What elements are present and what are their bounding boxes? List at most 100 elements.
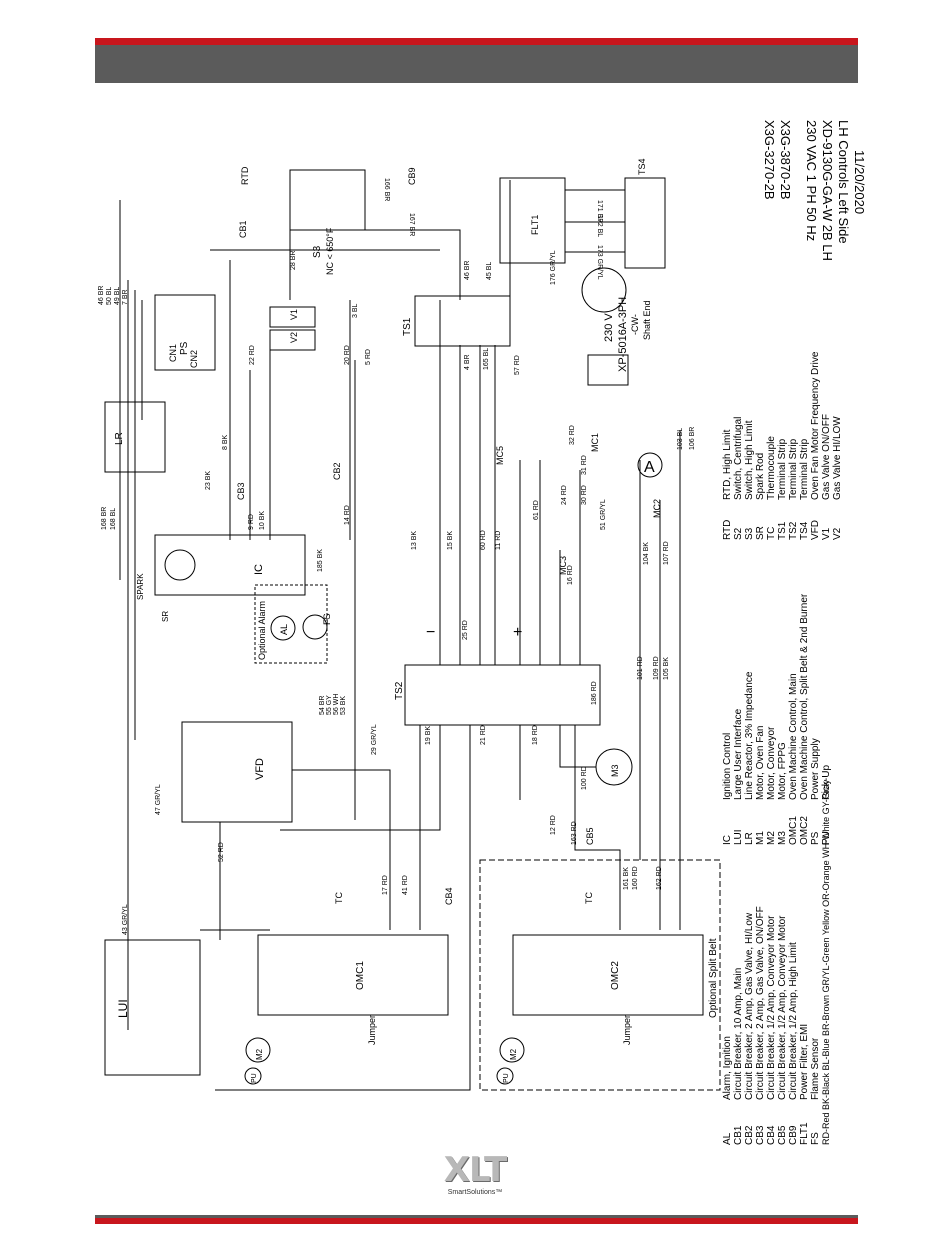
model-line-5: LH Controls Left Side [836, 120, 851, 244]
legend-left-desc-7: Power Filter, EMI [799, 1024, 810, 1100]
wire-label: 104 BK [643, 542, 650, 565]
v1-box [269, 306, 316, 328]
xlt-logo: XLT SmartSolutions™ [425, 1152, 525, 1202]
ic-box [154, 534, 306, 596]
wire-label: 29 GR/YL [371, 724, 378, 755]
model-line-6: 11/20/2020 [852, 150, 867, 214]
wire-label: 46 BR [464, 261, 471, 280]
label-motor-volt: 230 V [603, 313, 615, 342]
legend-left-code-0: AL [722, 1132, 733, 1145]
wire-label: 166 BR [383, 178, 390, 201]
label-omc2: OMC2 [610, 961, 621, 990]
legend-left-code-3: CB3 [755, 1125, 766, 1145]
legend-mid-desc-5: Motor, FPPG [777, 742, 788, 800]
v2-box [269, 329, 316, 351]
flame-sensor-circle [302, 614, 328, 640]
header-grey-bar [95, 45, 858, 83]
wire-label: 163 RD [571, 821, 578, 845]
label-ts1: TS1 [402, 317, 413, 336]
legend-left-desc-2: Circuit Breaker, 2 Amp, Gas Valve, HI/Lo… [744, 912, 755, 1100]
wire-label: 106 BR [689, 427, 696, 450]
wire-label: 167 BR [408, 213, 415, 236]
wire-label: 11 RD [495, 531, 502, 550]
label-v2: V2 [289, 332, 299, 343]
wire-label: 9 RD [248, 514, 255, 530]
legend-mid-code-6: OMC1 [788, 816, 799, 845]
legend-left-desc-0: Alarm, Ignition [722, 1036, 733, 1100]
legend-right: RTD RTD, High Limit S2 Switch, Centrifug… [722, 351, 843, 540]
pu-circle-right [496, 1067, 514, 1085]
legend-right-desc-8: Oven Fan Motor Frequency Drive [810, 351, 821, 500]
wire-label: 60 RD [480, 530, 487, 550]
legend-left-desc-1: Circuit Breaker, 10 Amp, Main [733, 968, 744, 1100]
label-optional-split-belt: Optional Split Belt [708, 938, 719, 1018]
legend-right-desc-10: Gas Valve HI/LOW [832, 416, 843, 500]
label-vfd: VFD [254, 758, 266, 780]
wire-label: 5 RD [365, 349, 372, 365]
oven-fan-motor-circle [581, 267, 627, 313]
legend-right-code-4: TC [766, 527, 777, 540]
wire-label: 54 BR [319, 696, 326, 715]
label-m1-letter: A [644, 459, 655, 476]
legend-left-desc-4: Circuit Breaker, 1/2 Amp, Conveyor Motor [766, 915, 777, 1100]
label-tc-right: TC [584, 892, 594, 904]
wire-label: 30 RD [581, 485, 588, 505]
wire-label: 109 RD [653, 656, 660, 680]
wire-label: 24 RD [561, 485, 568, 505]
ps-box [154, 294, 216, 371]
model-line-3: 230 VAC 1 PH 50 Hz [804, 120, 819, 241]
label-ic: IC [253, 564, 265, 575]
legend-left-code-5: CB5 [777, 1125, 788, 1145]
wire-label: 8 BK [222, 434, 229, 450]
legend-mid-desc-0: Ignition Control [722, 733, 733, 800]
label-cb5: CB5 [585, 827, 595, 845]
legend-right-code-5: TS1 [777, 521, 788, 540]
label-m2-left: M2 [255, 1048, 264, 1060]
label-flt1: FLT1 [530, 215, 540, 235]
legend-left-desc-6: Circuit Breaker, 1/2 Amp, High Limit [788, 942, 799, 1100]
label-motor-rot: -CW- [630, 314, 640, 335]
label-lui: LUI [116, 999, 130, 1018]
m2-circle-right [499, 1037, 525, 1063]
legend-left-code-6: CB9 [788, 1125, 799, 1145]
label-jumper-right: Jumper [622, 1015, 632, 1045]
wire-label: 13 BK [411, 531, 418, 550]
model-line-2: X3G-3870-2B [778, 120, 793, 200]
legend-mid-code-5: M3 [777, 831, 788, 845]
legend-mid-desc-3: Motor, Oven Fan [755, 726, 766, 800]
wire-label: 28 BR [290, 251, 297, 270]
legend-right-code-6: TS2 [788, 521, 799, 540]
wire-label: 41 RD [402, 875, 409, 895]
wire-label: 4 BR [464, 354, 471, 370]
legend-mid-desc-9: Pick-Up [821, 765, 832, 800]
model-line-1: X3G-3270-2B [762, 120, 777, 200]
legend-mid-desc-6: Oven Machine Control, Main [788, 673, 799, 800]
wire-label: 32 RD [569, 425, 576, 445]
footer-grey-line [95, 1215, 858, 1218]
label-cb4: CB4 [444, 887, 454, 905]
legend-right-code-9: V1 [821, 527, 832, 540]
legend-mid-code-4: M2 [766, 831, 777, 845]
legend-right-desc-2: Switch, High Limit [744, 420, 755, 500]
wire-label: 7 BR [122, 289, 129, 305]
legend-mid: IC Ignition Control LUI Large User Inter… [722, 593, 832, 845]
label-minus: − [426, 624, 435, 641]
label-fs: FS [322, 613, 332, 625]
wire-label: 165 BL [483, 348, 490, 370]
legend-mid-desc-7: Oven Machine Control, Split Belt & 2nd B… [799, 593, 810, 800]
wire-label: 61 RD [533, 500, 540, 520]
wire-label: 172 BL [596, 215, 603, 237]
s3-box [289, 169, 366, 231]
legend-mid-code-3: M1 [755, 831, 766, 845]
m2-circle-left [245, 1037, 271, 1063]
wire-label: 185 BK [317, 549, 324, 572]
label-m3: M3 [610, 764, 620, 777]
wire-label: 57 RD [514, 355, 521, 375]
legend-right-code-3: SR [755, 526, 766, 540]
lui-box [104, 939, 201, 1076]
flt1-box [499, 177, 566, 264]
wire-label: 53 BK [340, 696, 347, 715]
label-cb1: CB1 [238, 220, 248, 238]
label-mc1-top: MC1 [590, 433, 600, 452]
